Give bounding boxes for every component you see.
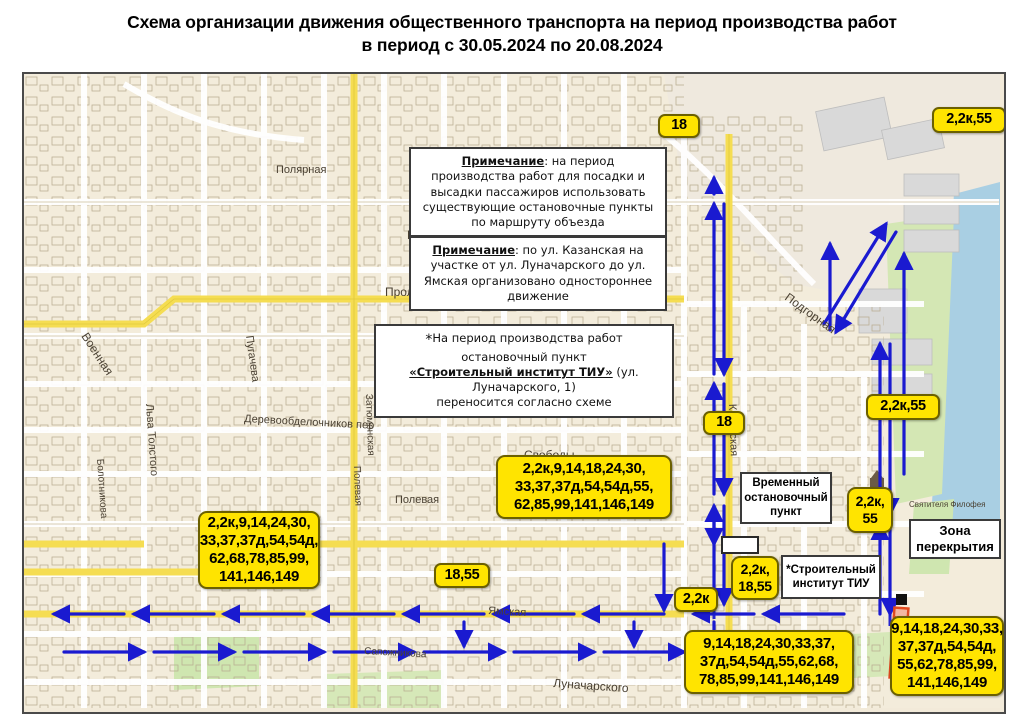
route-badge-2-2k-55-topright: 2,2к,55 — [932, 107, 1004, 133]
street-label: Льва Толстого — [143, 403, 160, 476]
title-line-2: в период с 30.05.2024 по 20.08.2024 — [361, 35, 663, 55]
route-badge-2-2k-18-55: 2,2к, 18,55 — [731, 556, 779, 600]
route-badge-2-2k-55-right: 2,2к,55 — [866, 394, 940, 420]
page-title: Схема организации движения общественного… — [0, 0, 1024, 68]
note-lead: Примечание — [461, 154, 545, 168]
callout-temp-stop: Временный остановочный пункт — [740, 472, 832, 524]
note-lead: Примечание — [432, 243, 515, 257]
temp-stop-marker — [721, 536, 759, 554]
route-box-left: 2,2к,9,14,24,30, 33,37,37д,54,54д, 62,68… — [198, 511, 320, 589]
street-label: Луначарского — [553, 676, 630, 695]
route-box-bottom-center: 9,14,18,24,30,33,37, 37д,54,54д,55,62,68… — [684, 630, 854, 694]
street-label: Подгорная — [782, 290, 838, 336]
street-label: Болотникова — [94, 458, 109, 519]
route-badge-2-2k-55-stack: 2,2к, 55 — [847, 487, 893, 533]
street-label: Затюменская — [363, 394, 376, 456]
route-box-center: 2,2к,9,14,18,24,30, 33,37,37д,54,54д,55,… — [496, 455, 672, 519]
street-label: Полярная — [276, 164, 326, 176]
callout-closure-zone: Зона перекрытия — [909, 519, 1001, 559]
route-badge-18-55-left: 18,55 — [434, 563, 490, 588]
street-label: Деревообделочников пер — [244, 413, 375, 432]
street-label: Пугачева — [243, 335, 262, 384]
street-label: Военная — [78, 330, 116, 378]
note-tiu-line3: переносится согласно схеме — [436, 395, 612, 410]
street-label: Ямская — [488, 605, 527, 619]
street-label: Святителя Филофея — [909, 500, 986, 509]
route-badge-18-top: 18 — [658, 114, 700, 138]
route-badge-18-mid: 18 — [703, 411, 745, 435]
note-text: : на период производства работ для посад… — [422, 154, 654, 230]
street-label: Полевая — [351, 466, 363, 506]
note-tiu-line1: На период производства работ остановочны… — [432, 331, 623, 364]
note-text: : по ул. Казанская на участке от ул. Лун… — [423, 243, 653, 303]
callout-tiu-stop: *Строительный институт ТИУ — [781, 555, 881, 599]
route-box-bottom-right: 9,14,18,24,30,33, 37,37д,54,54д, 55,62,7… — [890, 616, 1004, 696]
note-box-passengers: Примечание: на период производства работ… — [409, 147, 667, 238]
note-box-tiu-stop: *На период производства работ остановочн… — [374, 324, 674, 418]
note-tiu-lead: «Строительный институт ТИУ» — [409, 364, 613, 379]
title-line-1: Схема организации движения общественного… — [127, 11, 897, 32]
note-tiu-line2: (ул. Луначарского, 1) — [472, 364, 639, 395]
map-frame[interactable]: ПолярнаяПолярнаяКомбинатскаяПролетарская… — [22, 72, 1006, 714]
asterisk-icon: * — [425, 332, 433, 348]
note-box-kazanskaya: Примечание: по ул. Казанская на участке … — [409, 236, 667, 312]
street-label: Полевая — [395, 494, 439, 506]
route-badge-2-2k: 2,2к — [674, 587, 718, 612]
street-label: Сапожникова — [364, 646, 427, 660]
